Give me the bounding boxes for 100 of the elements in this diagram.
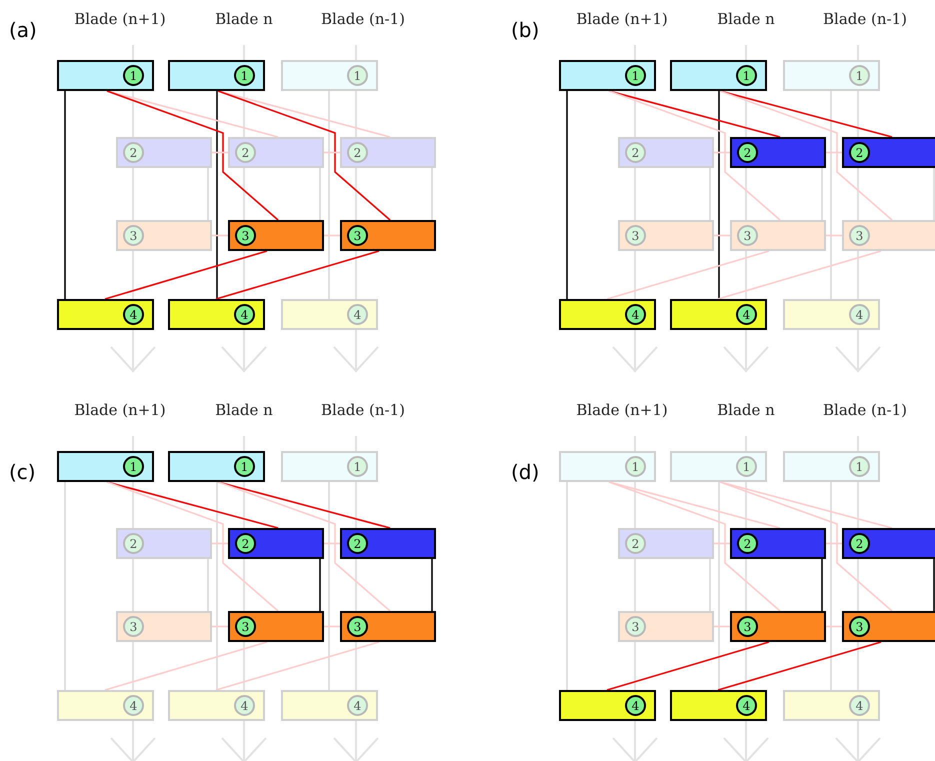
connector-line <box>324 542 340 544</box>
step-number: 2 <box>737 533 758 554</box>
connector-line <box>714 542 730 544</box>
step-number: 3 <box>849 616 870 637</box>
step-number: 4 <box>849 695 870 716</box>
step-number: 2 <box>347 533 368 554</box>
connector-line <box>218 481 391 612</box>
step-number: 2 <box>625 533 646 554</box>
stage-box <box>57 299 154 330</box>
stage-box <box>116 220 212 251</box>
connector-line <box>566 482 568 690</box>
stage-box <box>670 451 767 482</box>
step-number: 3 <box>235 616 256 637</box>
connector-line <box>212 152 228 154</box>
step-number: 4 <box>234 695 255 716</box>
connector-line <box>324 234 340 236</box>
stage-box <box>168 60 265 91</box>
column-heading: Blade (n+1) <box>74 12 166 27</box>
connector-line <box>104 250 268 300</box>
column-heading: Blade n <box>717 12 775 27</box>
connector-line <box>64 91 66 299</box>
connector-line <box>606 250 770 300</box>
step-number: 3 <box>737 616 758 637</box>
connector-line <box>821 559 823 611</box>
connector-line <box>714 626 730 628</box>
connector-line <box>216 250 380 300</box>
column-heading: Blade (n+1) <box>576 403 668 418</box>
panel-label: (d) <box>511 462 540 482</box>
connector-line <box>720 90 893 221</box>
stage-box <box>57 690 154 721</box>
stage-box <box>783 299 880 330</box>
step-number: 4 <box>736 304 757 325</box>
stage-box <box>116 528 212 559</box>
step-number: 3 <box>625 616 646 637</box>
column-heading: Blade n <box>215 403 273 418</box>
connector-line <box>106 90 279 221</box>
stage-box <box>842 611 935 642</box>
connector-line <box>826 152 842 154</box>
stage-box <box>670 60 767 91</box>
step-number: 1 <box>736 456 757 477</box>
connector-line <box>218 90 391 221</box>
connector-line <box>431 168 433 220</box>
stage-box <box>783 451 880 482</box>
column-heading: Blade (n-1) <box>823 403 907 418</box>
connector-line <box>714 234 730 236</box>
connector-line <box>714 152 730 154</box>
step-number: 2 <box>737 142 758 163</box>
column-heading: Blade (n+1) <box>74 403 166 418</box>
stage-box <box>228 137 324 168</box>
connector-line <box>431 559 433 611</box>
stage-box <box>228 611 324 642</box>
step-number: 2 <box>849 533 870 554</box>
stage-box <box>281 299 378 330</box>
connector-line <box>566 91 568 299</box>
stage-box <box>559 60 656 91</box>
connector-line <box>324 626 340 628</box>
column-heading: Blade (n+1) <box>576 12 668 27</box>
stage-box <box>57 451 154 482</box>
step-number: 4 <box>347 695 368 716</box>
panel-label: (a) <box>9 20 37 40</box>
connector-line <box>718 91 720 299</box>
step-number: 3 <box>737 225 758 246</box>
connector-line <box>933 559 935 611</box>
stage-box <box>340 611 436 642</box>
step-number: 2 <box>123 142 144 163</box>
stage-box <box>340 220 436 251</box>
stage-box <box>340 137 436 168</box>
stage-box <box>559 690 656 721</box>
step-number: 3 <box>123 225 144 246</box>
step-number: 1 <box>625 456 646 477</box>
connector-line <box>821 168 823 220</box>
step-number: 2 <box>235 533 256 554</box>
step-number: 4 <box>234 304 255 325</box>
connector-line <box>720 481 893 612</box>
stage-box <box>842 220 935 251</box>
step-number: 3 <box>123 616 144 637</box>
connector-line <box>207 168 209 220</box>
connector-line <box>606 641 770 691</box>
step-number: 3 <box>347 616 368 637</box>
step-number: 4 <box>347 304 368 325</box>
stage-box <box>559 451 656 482</box>
step-number: 2 <box>849 142 870 163</box>
stage-box <box>168 299 265 330</box>
step-number: 1 <box>234 456 255 477</box>
column-heading: Blade (n-1) <box>321 12 405 27</box>
connector-line <box>709 559 711 611</box>
stage-box <box>670 690 767 721</box>
column-heading: Blade n <box>717 403 775 418</box>
connector-line <box>216 482 218 690</box>
connector-line <box>104 641 268 691</box>
step-number: 1 <box>123 65 144 86</box>
connector-line <box>830 482 832 690</box>
step-number: 3 <box>235 225 256 246</box>
stage-box <box>842 528 935 559</box>
step-number: 4 <box>625 304 646 325</box>
stage-box <box>228 220 324 251</box>
connector-line <box>212 626 228 628</box>
step-number: 2 <box>123 533 144 554</box>
stage-box <box>618 528 714 559</box>
stage-box <box>730 611 826 642</box>
